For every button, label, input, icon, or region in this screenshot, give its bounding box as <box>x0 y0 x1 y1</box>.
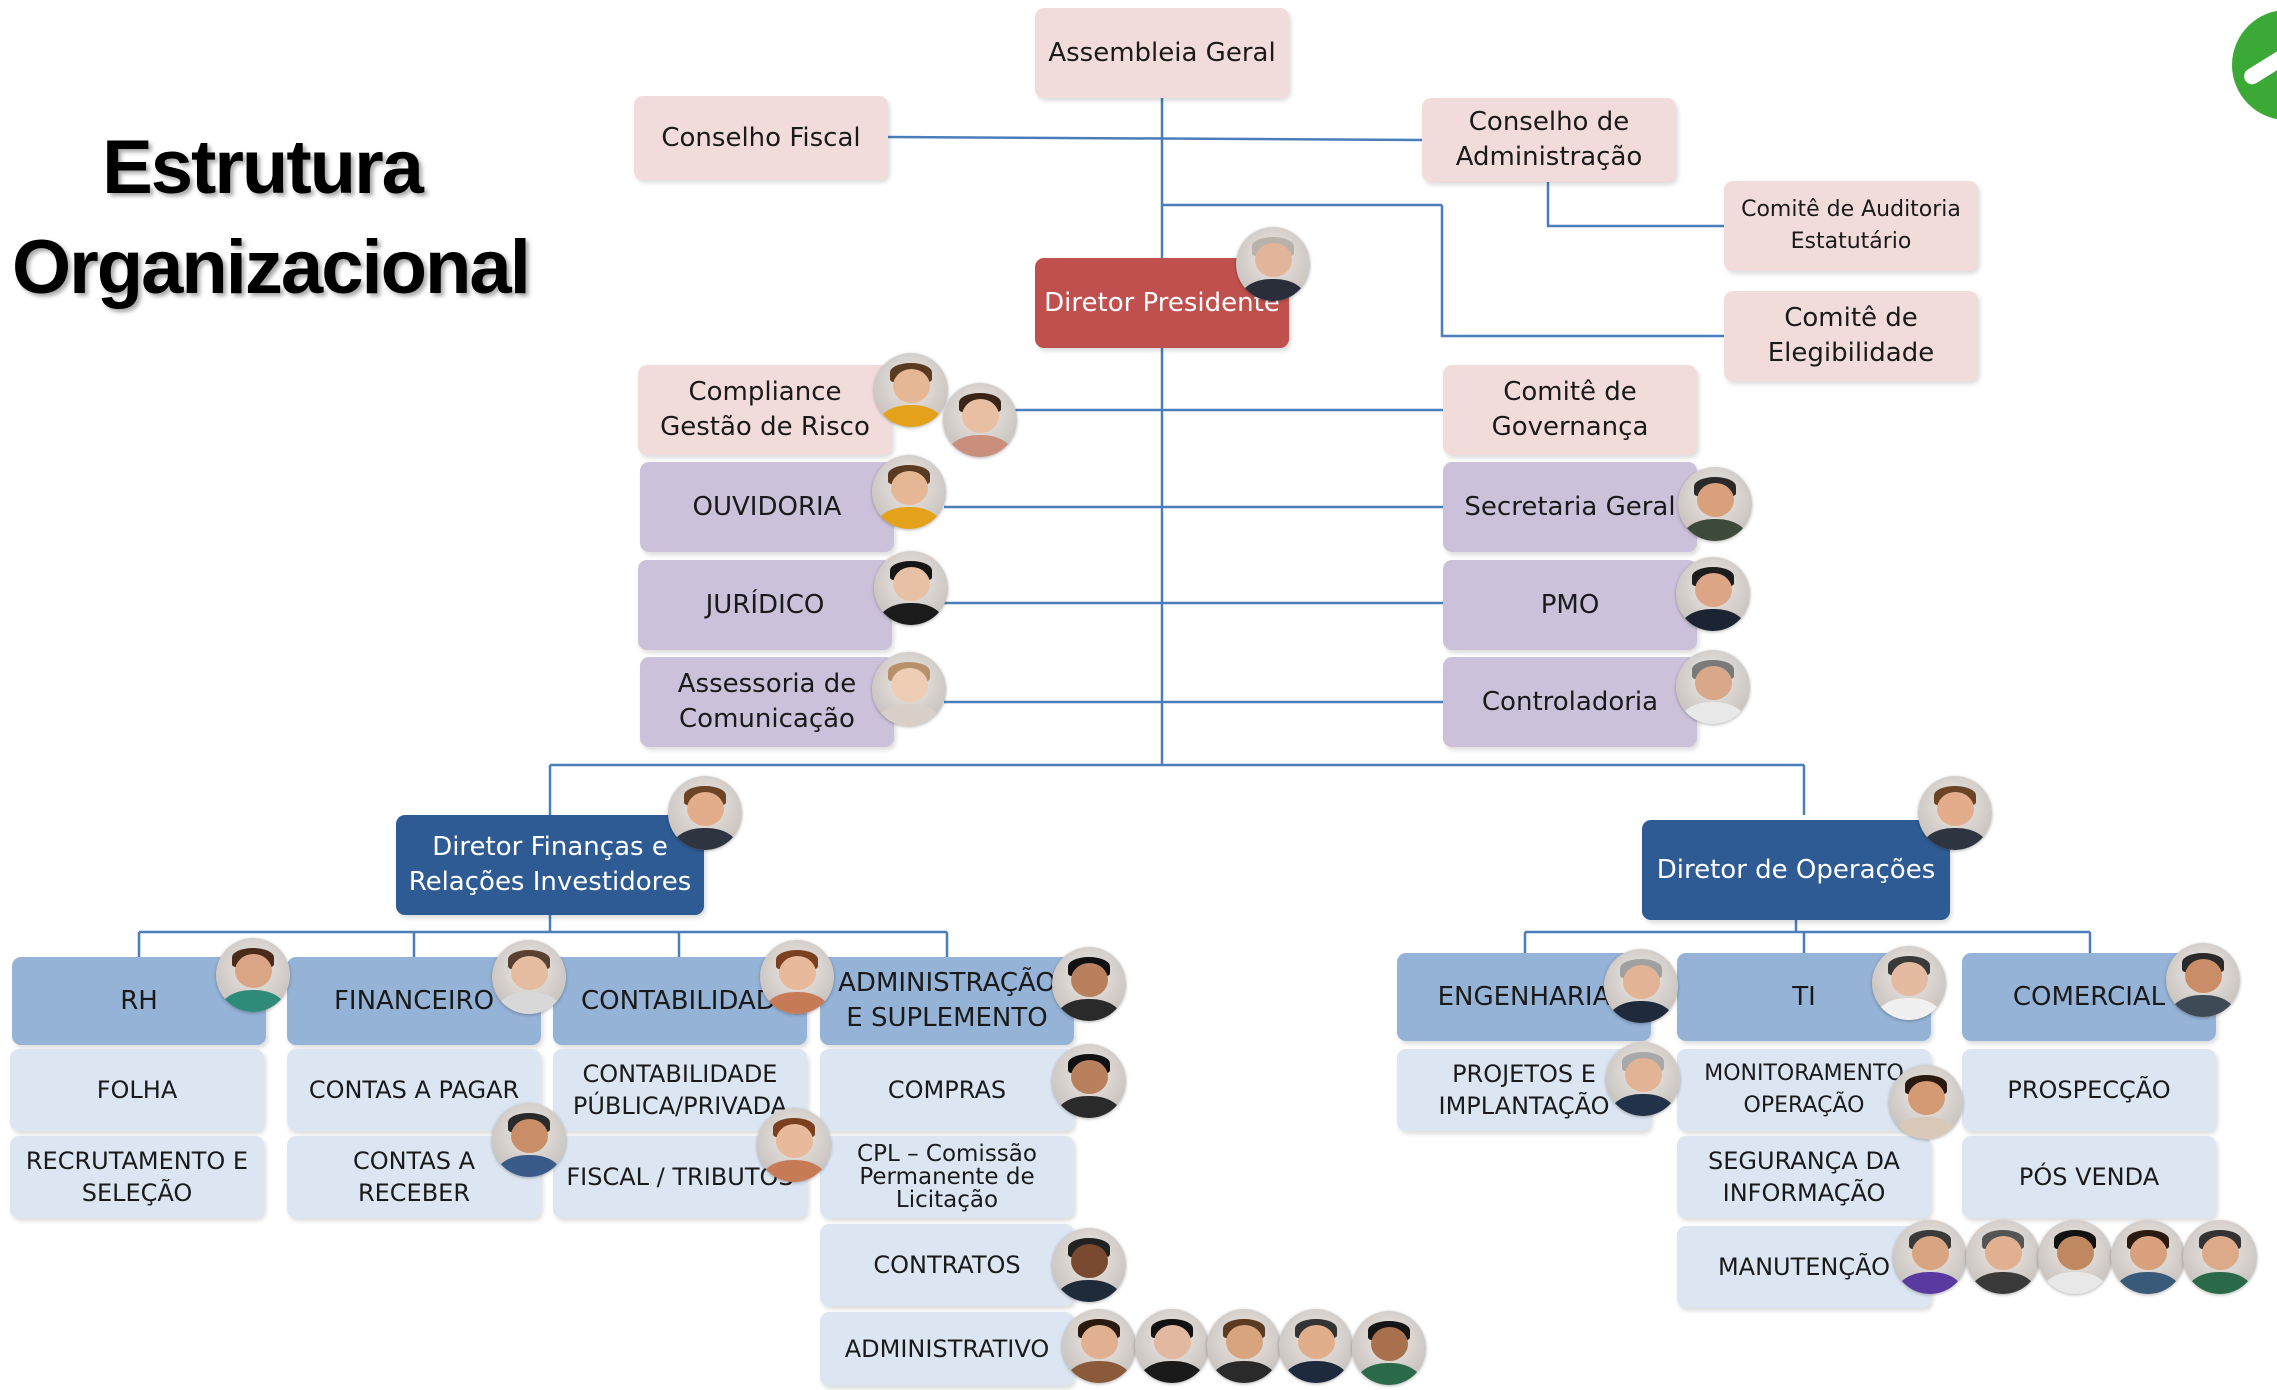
person-photo <box>492 940 566 1014</box>
controladoria-box: Controladoria <box>1443 657 1697 747</box>
assembleia-geral-box: Assembleia Geral <box>1035 8 1289 98</box>
person-photo <box>1676 557 1750 631</box>
person-photo <box>668 776 742 850</box>
cpl-comissao-box: CPL – Comissão Permanente de Licitação <box>820 1136 1074 1218</box>
diretor-financas-box: Diretor Finanças e Relações Investidores <box>396 815 704 915</box>
person-photo <box>1052 1044 1126 1118</box>
person-photo <box>2111 1220 2185 1294</box>
person-photo <box>1062 1309 1136 1383</box>
contratos-box: CONTRATOS <box>820 1224 1074 1306</box>
page-title: Estrutura Organizacional <box>12 118 531 318</box>
contas-pagar-box: CONTAS A PAGAR <box>287 1049 541 1131</box>
seguranca-informacao-box: SEGURANÇA DA INFORMAÇÃO <box>1677 1136 1931 1218</box>
person-photo <box>216 938 290 1012</box>
comite-governanca-box: Comitê de Governança <box>1443 365 1697 455</box>
person-photo <box>1678 467 1752 541</box>
person-photo <box>1872 946 1946 1020</box>
prospeccao-box: PROSPECÇÃO <box>1962 1049 2216 1131</box>
juridico-box: JURÍDICO <box>638 560 892 650</box>
person-photo <box>1966 1220 2040 1294</box>
person-photo <box>872 652 946 726</box>
person-photo <box>1918 776 1992 850</box>
person-photo <box>2183 1220 2257 1294</box>
administrativo-box: ADMINISTRATIVO <box>820 1312 1074 1386</box>
pos-venda-box: PÓS VENDA <box>1962 1136 2216 1218</box>
person-photo <box>943 383 1017 457</box>
person-photo <box>757 1108 831 1182</box>
person-photo <box>1207 1309 1281 1383</box>
person-photo <box>2038 1220 2112 1294</box>
person-photo <box>1236 227 1310 301</box>
page-title-line-2: Organizacional <box>12 225 531 310</box>
person-photo <box>1052 1228 1126 1302</box>
comite-elegibilidade-box: Comitê de Elegibilidade <box>1724 291 1978 381</box>
secretaria-geral-box: Secretaria Geral <box>1443 462 1697 552</box>
administracao-suplemento-box: ADMINISTRAÇÃO E SUPLEMENTO <box>820 957 1074 1045</box>
assessoria-comunicacao-box: Assessoria de Comunicação <box>640 657 894 747</box>
ouvidoria-box: OUVIDORIA <box>640 462 894 552</box>
diretor-presidente-box: Diretor Presidente <box>1035 258 1289 348</box>
person-photo <box>1135 1309 1209 1383</box>
person-photo <box>874 551 948 625</box>
person-photo <box>1676 650 1750 724</box>
pmo-box: PMO <box>1443 560 1697 650</box>
contabilidade-publica-box: CONTABILIDADE PÚBLICA/PRIVADA <box>553 1049 807 1131</box>
compras-box: COMPRAS <box>820 1049 1074 1131</box>
person-photo <box>1893 1220 1967 1294</box>
diretor-operacoes-box: Diretor de Operações <box>1642 820 1950 920</box>
person-photo <box>1352 1311 1426 1385</box>
person-photo <box>1604 949 1678 1023</box>
monitoramento-operacao-box: MONITORAMENTO OPERAÇÃO <box>1677 1049 1931 1131</box>
person-photo <box>2166 943 2240 1017</box>
person-photo <box>1606 1042 1680 1116</box>
person-photo <box>760 940 834 1014</box>
person-photo <box>874 353 948 427</box>
conselho-fiscal-box: Conselho Fiscal <box>634 96 888 180</box>
page-title-line-1: Estrutura <box>102 125 424 210</box>
comite-auditoria-box: Comitê de Auditoria Estatutário <box>1724 181 1978 271</box>
person-photo <box>492 1103 566 1177</box>
person-photo <box>1889 1065 1963 1139</box>
compliance-box: Compliance Gestão de Risco <box>638 365 892 455</box>
person-photo <box>1279 1309 1353 1383</box>
person-photo <box>1052 947 1126 1021</box>
folha-box: FOLHA <box>10 1049 264 1131</box>
person-photo <box>872 455 946 529</box>
manutencao-box: MANUTENÇÃO <box>1677 1226 1931 1308</box>
contabilidade-box: CONTABILIDADE <box>553 957 807 1045</box>
conselho-administracao-box: Conselho de Administração <box>1422 98 1676 182</box>
recrutamento-selecao-box: RECRUTAMENTO E SELEÇÃO <box>10 1136 264 1218</box>
